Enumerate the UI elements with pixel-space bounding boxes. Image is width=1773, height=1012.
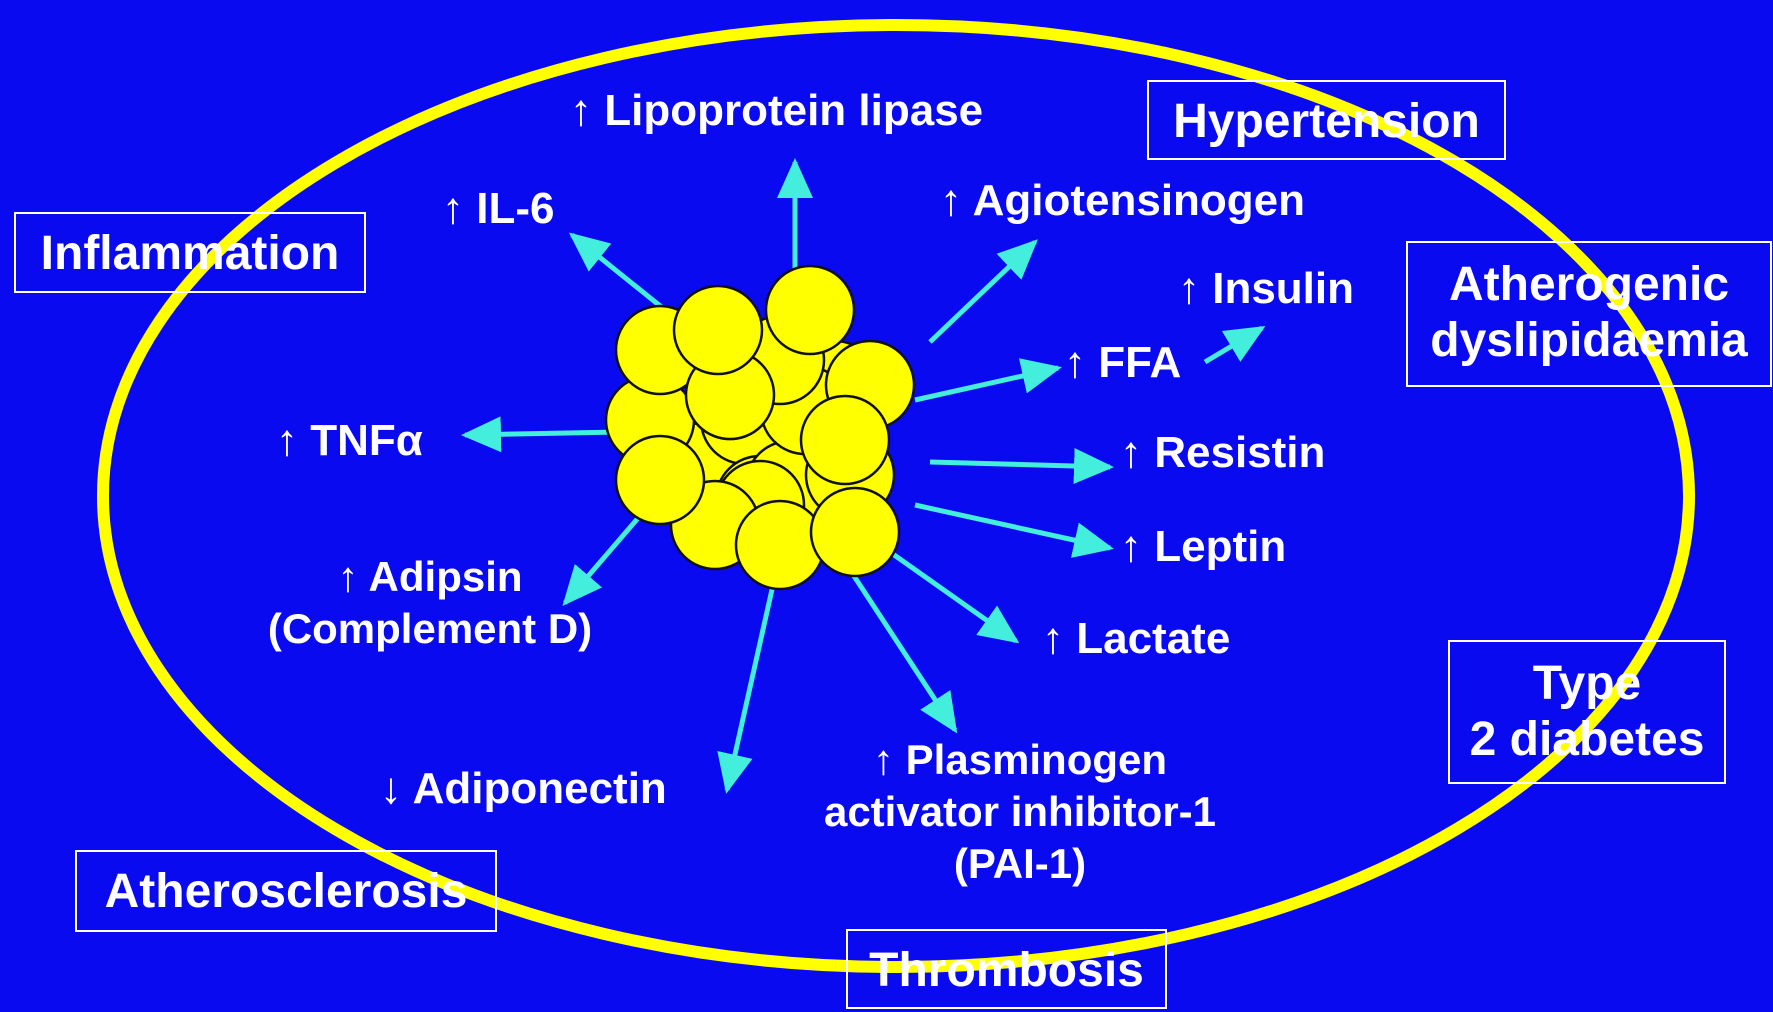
label-il6: ↑ IL-6 bbox=[442, 184, 554, 235]
label-lipoprotein-lipase: ↑ Lipoprotein lipase bbox=[570, 86, 983, 137]
box-atherosclerosis: Atherosclerosis bbox=[75, 850, 497, 932]
adipocyte-cell bbox=[801, 396, 889, 484]
label-ffa: ↑ FFA bbox=[1064, 338, 1181, 389]
label-tnf: ↑ TNFα bbox=[276, 416, 423, 467]
arrow-tnf bbox=[465, 432, 620, 435]
label-resistin: ↑ Resistin bbox=[1120, 428, 1325, 479]
label-pai1-line2: activator inhibitor-1 bbox=[790, 786, 1250, 838]
box-type2-diabetes: Type 2 diabetes bbox=[1448, 640, 1726, 784]
label-adipsin: ↑ Adipsin (Complement D) bbox=[228, 551, 632, 655]
arrow-pai1 bbox=[850, 570, 955, 730]
label-adiponectin: ↓ Adiponectin bbox=[380, 764, 667, 815]
adipocyte-cell bbox=[736, 501, 824, 589]
label-insulin: ↑ Insulin bbox=[1178, 264, 1354, 315]
arrow-insulin bbox=[1205, 328, 1262, 362]
box-thrombosis: Thrombosis bbox=[846, 929, 1167, 1009]
arrow-resistin bbox=[930, 462, 1110, 467]
adipocyte-cell bbox=[616, 436, 704, 524]
box-atherogenic-dyslipidaemia: Atherogenic dyslipidaemia bbox=[1406, 241, 1772, 387]
label-angiotensinogen: ↑ Agiotensinogen bbox=[940, 176, 1305, 227]
box-type2-line1: Type bbox=[1450, 656, 1724, 712]
box-inflammation: Inflammation bbox=[14, 212, 366, 293]
arrow-adiponectin bbox=[727, 585, 773, 790]
label-adipsin-line1: ↑ Adipsin bbox=[228, 551, 632, 603]
box-type2-line2: 2 diabetes bbox=[1450, 712, 1724, 768]
arrow-angiotensinogen bbox=[930, 242, 1035, 342]
label-pai1-line3: (PAI-1) bbox=[790, 838, 1250, 890]
box-atherogenic-line1: Atherogenic bbox=[1408, 257, 1770, 313]
label-lactate: ↑ Lactate bbox=[1042, 614, 1230, 665]
adipocyte-cell bbox=[811, 488, 899, 576]
label-adipsin-line2: (Complement D) bbox=[228, 603, 632, 655]
box-hypertension: Hypertension bbox=[1147, 80, 1506, 160]
arrow-lactate bbox=[880, 545, 1016, 641]
arrow-leptin bbox=[915, 505, 1110, 548]
label-pai1: ↑ Plasminogen activator inhibitor-1 (PAI… bbox=[790, 734, 1250, 890]
label-leptin: ↑ Leptin bbox=[1120, 522, 1286, 573]
adipocyte-cluster bbox=[606, 266, 914, 589]
box-atherogenic-line2: dyslipidaemia bbox=[1408, 313, 1770, 369]
label-pai1-line1: ↑ Plasminogen bbox=[790, 734, 1250, 786]
adipocyte-cell bbox=[766, 266, 854, 354]
arrow-ffa bbox=[915, 368, 1058, 400]
adipocyte-cell bbox=[674, 286, 762, 374]
